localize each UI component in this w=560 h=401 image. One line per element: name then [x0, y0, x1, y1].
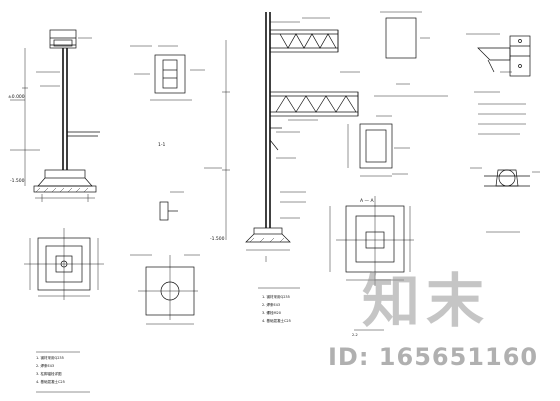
notes-left: 1. 钢材采用Q235 2. 焊条E43 3. 柱脚锚栓详图 4. 基础混凝土C… [36, 351, 90, 393]
watermark-logo: 知末 [362, 267, 491, 335]
base-plate-plan-mid [130, 254, 200, 325]
note-left-1: 1. 钢材采用Q235 [36, 355, 64, 360]
small-plan-detail-1: 1-1 [130, 45, 205, 148]
elevation-mark-mid-base: -1.500 [210, 236, 225, 242]
elevation-mark-top: ±0.000 [8, 94, 25, 100]
center-column-with-truss: -1.500 [204, 12, 360, 262]
section-caption-1-1: 1-1 [158, 142, 165, 148]
top-plate-detail [380, 11, 430, 85]
watermark-id: ID: 165651160 [328, 343, 539, 371]
left-footing-plan [24, 228, 104, 300]
note-left-4: 4. 基础混凝土C25 [36, 379, 65, 384]
elevation-mark-base: -1.500 [10, 178, 25, 184]
note-mid-4: 4. 基础混凝土C25 [262, 318, 291, 323]
note-mid-2: 2. 焊条E43 [262, 302, 280, 307]
section-caption-2-2: 2-2 [352, 333, 358, 337]
section-caption-a-a: A — A [360, 198, 374, 204]
small-bracket-detail [159, 191, 184, 221]
box-section-detail [347, 115, 410, 177]
note-mid-1: 1. 钢材采用Q235 [262, 294, 290, 299]
left-column-elevation: ±0.000 -1.500 [8, 29, 100, 202]
footing-caption: 2-2 [352, 329, 384, 337]
notes-middle: 1. 钢材采用Q235 2. 焊条E43 3. 螺栓M20 4. 基础混凝土C2… [258, 287, 300, 323]
note-left-2: 2. 焊条E43 [36, 363, 54, 368]
footing-section-a-a: A — A [329, 196, 414, 286]
note-mid-3: 3. 螺栓M20 [262, 310, 281, 315]
note-left-3: 3. 柱脚锚栓详图 [36, 371, 62, 376]
clamp-detail [470, 167, 540, 233]
bracket-connection-detail [466, 33, 531, 77]
notes-right [474, 91, 526, 135]
